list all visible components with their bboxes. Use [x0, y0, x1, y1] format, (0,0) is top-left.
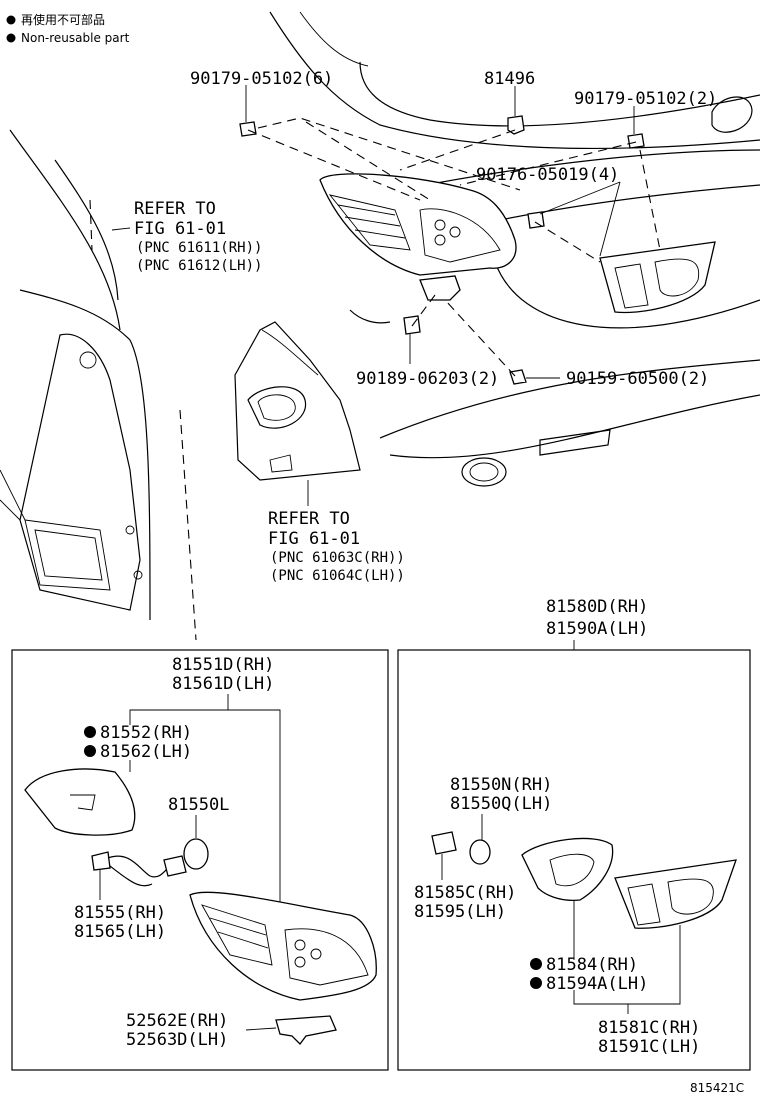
- refer-block-quarter: REFER TO FIG 61-01 (PNC 61611(RH)) (PNC …: [134, 199, 262, 274]
- label-lens-lh: 81591C(LH): [598, 1037, 700, 1057]
- label-bracket-rh: 52562E(RH): [126, 1011, 228, 1031]
- trim-panel: [234, 321, 361, 481]
- refer2-line3: (PNC 61063C(RH)): [270, 550, 405, 566]
- refer1-line2: FIG 61-01: [134, 219, 226, 239]
- label-outer-assy-rh: 81551D(RH): [172, 655, 274, 675]
- label-gasket-rh: 81552(RH): [100, 723, 192, 743]
- quarter-panel-edge: [19, 289, 151, 621]
- label-clip: 81496: [484, 69, 535, 89]
- label-bolt-b: 90179-05102(2): [574, 89, 717, 109]
- bumper-upper: [494, 261, 760, 329]
- non-reusable-bullet-icon: [530, 977, 542, 989]
- quarter-inner-panel: [19, 333, 141, 611]
- legend: 再使用不可部品 Non-reusable part: [6, 12, 130, 45]
- label-bulb: 81550L: [168, 795, 229, 815]
- socket-connector-icon: [163, 855, 187, 877]
- gasket-outer: [24, 768, 136, 836]
- label-lens-rh: 81581C(RH): [598, 1018, 700, 1038]
- bolt-b-icon: [627, 133, 645, 149]
- right-detail-box: 81580D(RH) 81590A(LH) 81550N(RH) 81550Q(…: [397, 597, 751, 1071]
- bolt-a-icon: [239, 121, 257, 137]
- socket-connector: [419, 275, 461, 301]
- socket-icon: [431, 831, 457, 855]
- label-socket-rh: 81555(RH): [74, 903, 166, 923]
- label-inner-assy-lh: 81590A(LH): [546, 619, 648, 639]
- legend-en: Non-reusable part: [21, 31, 130, 45]
- clip-icon: [507, 115, 525, 135]
- label-bolt-a: 90179-05102(6): [190, 69, 333, 89]
- refer-block-trim: REFER TO FIG 61-01 (PNC 61063C(RH)) (PNC…: [268, 509, 405, 584]
- label-socket-lh: 81595(LH): [414, 902, 506, 922]
- non-reusable-bullet-icon: [84, 726, 96, 738]
- label-outer-assy-lh: 81561D(LH): [172, 674, 274, 694]
- grommet-icon: [403, 315, 421, 335]
- legend-jp: 再使用不可部品: [21, 12, 105, 27]
- socket-icon: [91, 851, 111, 871]
- label-gasket-lh: 81594A(LH): [546, 974, 648, 994]
- body-crease: [399, 149, 760, 191]
- label-inner-assy-rh: 81580D(RH): [546, 597, 648, 617]
- exhaust-tip: [461, 457, 507, 487]
- outer-lamp-detail: [189, 891, 377, 1001]
- refer1-line3: (PNC 61611(RH)): [136, 240, 262, 256]
- right-box-frame: [397, 649, 751, 1071]
- vehicle-body-illustration: [0, 11, 760, 641]
- label-gasket-lh: 81562(LH): [100, 742, 192, 762]
- refer2-line2: FIG 61-01: [268, 529, 360, 549]
- left-box-frame: [11, 649, 389, 1071]
- bracket-icon: [275, 1015, 337, 1045]
- label-bulb-lh: 81550Q(LH): [450, 794, 552, 814]
- inner-lens: [614, 859, 737, 929]
- gasket-inner: [521, 837, 614, 901]
- bumper-line: [379, 359, 760, 439]
- non-reusable-bullet-icon: [84, 745, 96, 757]
- label-grommet: 90189-06203(2): [356, 369, 499, 389]
- outer-tail-lamp: [319, 173, 517, 276]
- emblem: [711, 96, 753, 133]
- trunk-lid-edge: [269, 11, 760, 149]
- refer2-line1: REFER TO: [268, 509, 350, 529]
- refer2-line4: (PNC 61064C(LH)): [270, 568, 405, 584]
- bulb-icon: [183, 838, 209, 870]
- label-screw: 90159-60500(2): [566, 369, 709, 389]
- top-assembly: [111, 85, 716, 650]
- refer1-line4: (PNC 61612(LH)): [136, 258, 262, 274]
- non-reusable-bullet-icon: [530, 958, 542, 970]
- trunk-lid-inner: [359, 61, 760, 127]
- nut-icon: [527, 211, 545, 229]
- figure-id: 815421C: [690, 1081, 744, 1095]
- left-detail-box: 81551D(RH) 81561D(LH) 81552(RH) 81562(LH…: [11, 649, 389, 1071]
- label-socket-lh: 81565(LH): [74, 922, 166, 942]
- wedge-bulb-icon: [469, 839, 491, 865]
- label-nut: 90176-05019(4): [476, 165, 619, 185]
- reflector: [539, 429, 611, 456]
- label-bracket-lh: 52563D(LH): [126, 1030, 228, 1050]
- legend-bullet-icon: [6, 15, 16, 25]
- screw-icon: [509, 369, 527, 385]
- label-socket-rh: 81585C(RH): [414, 883, 516, 903]
- legend-bullet-icon: [6, 33, 16, 43]
- label-gasket-rh: 81584(RH): [546, 955, 638, 975]
- label-bulb-rh: 81550N(RH): [450, 775, 552, 795]
- refer1-line1: REFER TO: [134, 199, 216, 219]
